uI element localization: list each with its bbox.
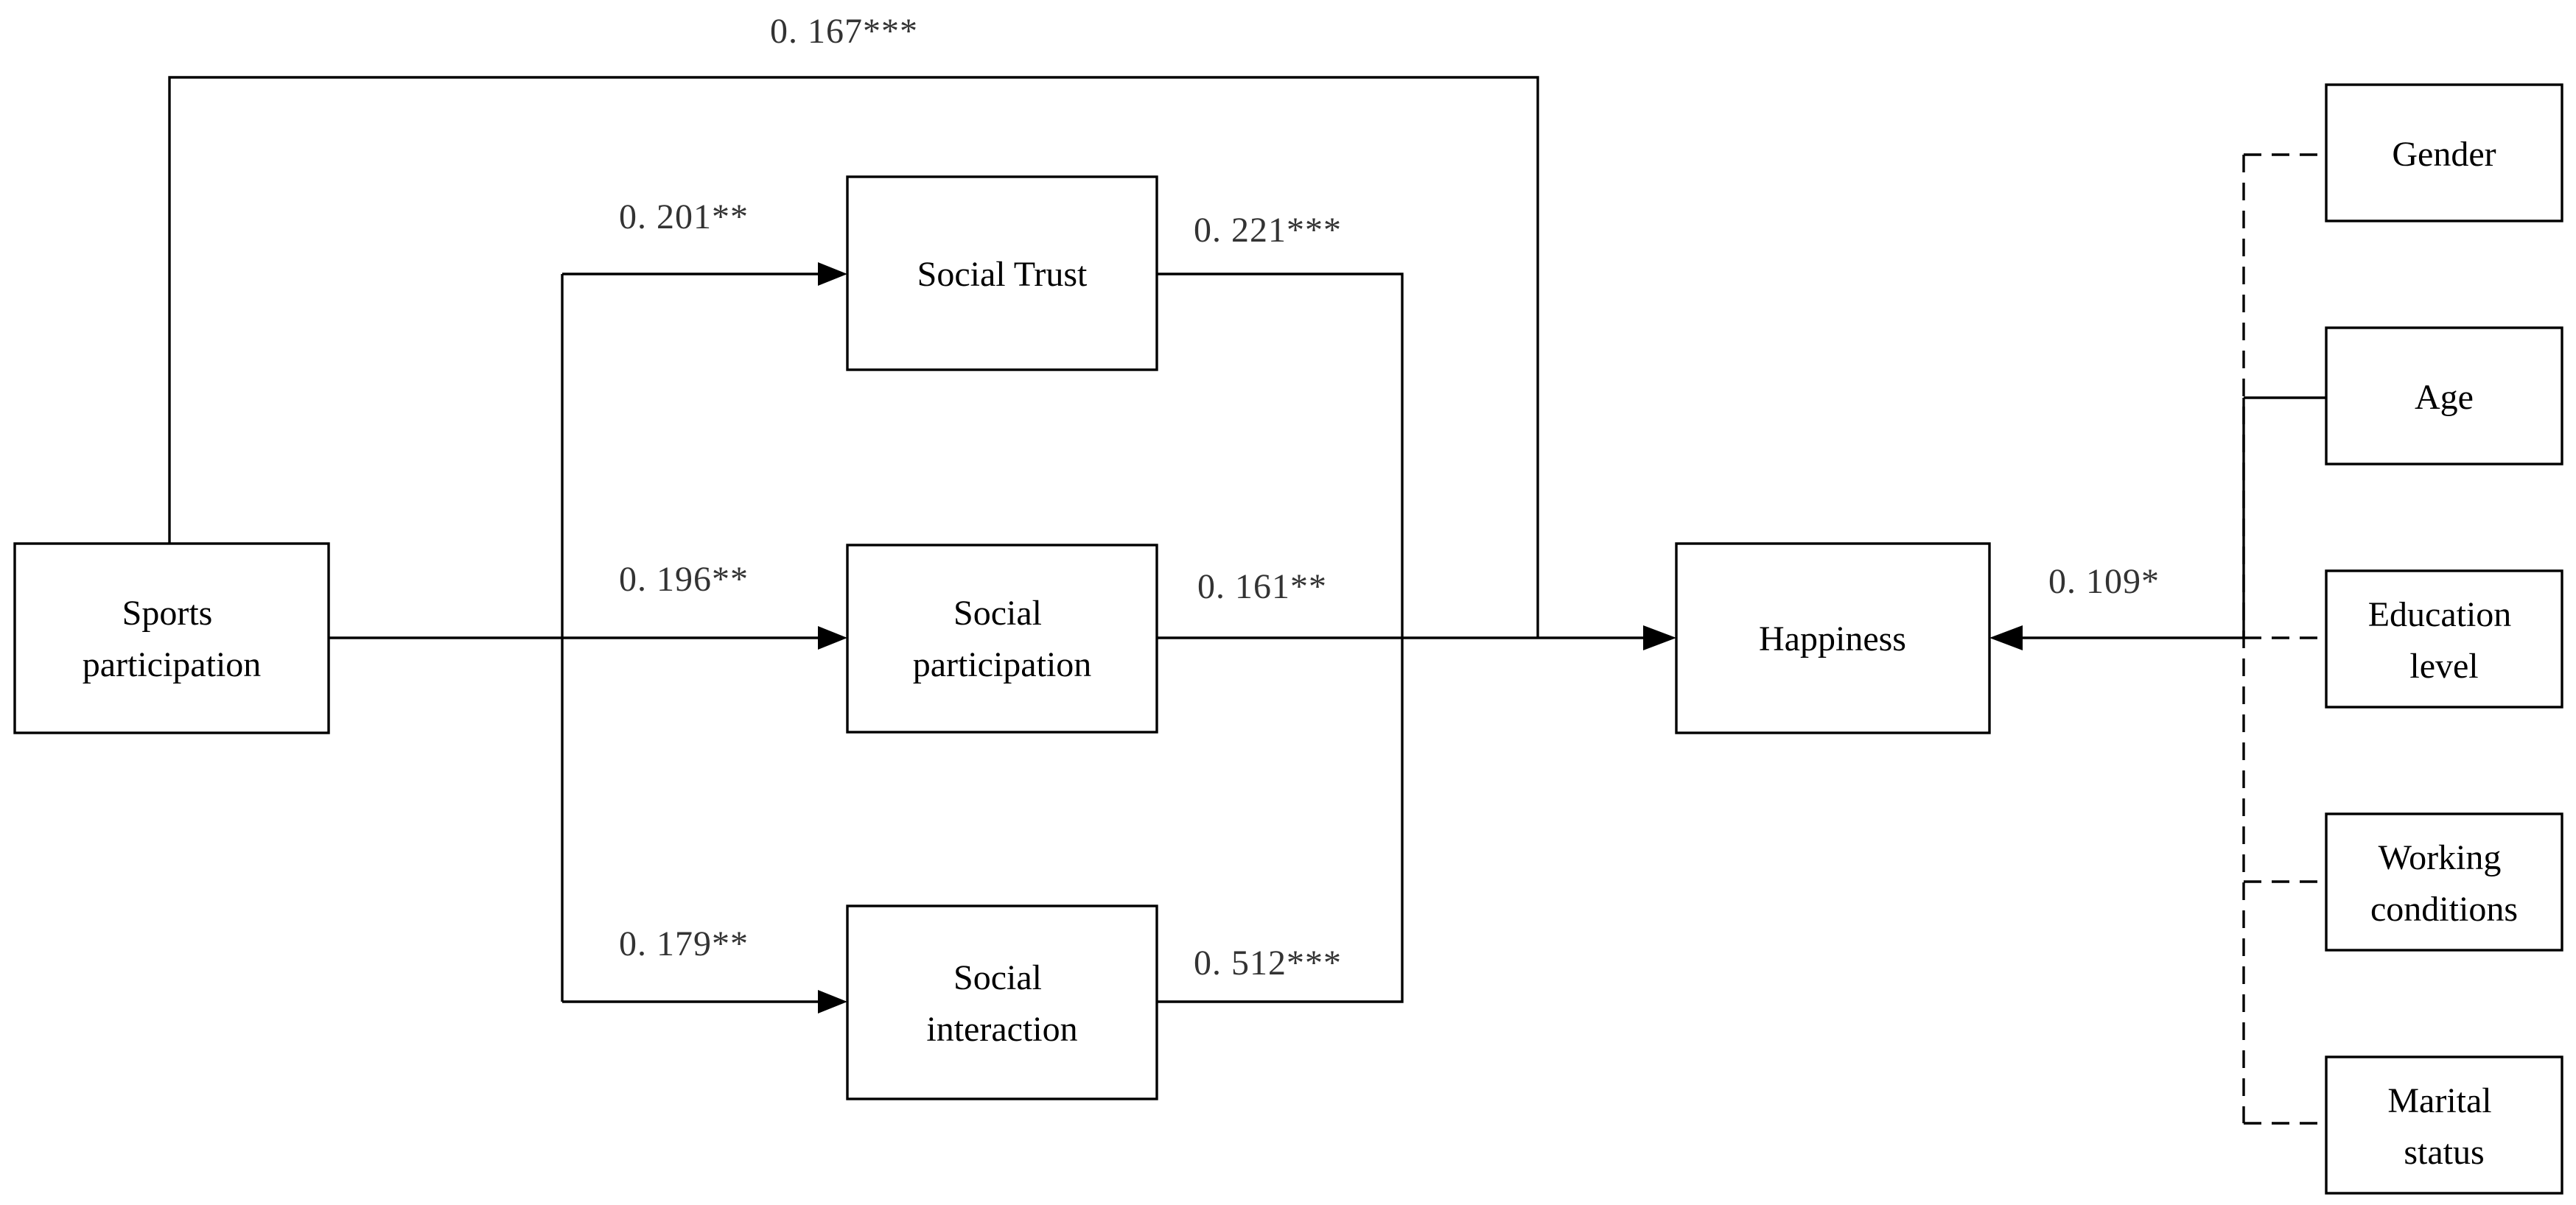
age-label: Age bbox=[2415, 378, 2474, 417]
marital-line1: Marital bbox=[2387, 1081, 2491, 1120]
happiness-box bbox=[1675, 542, 1991, 734]
social-trust-box bbox=[846, 175, 1158, 371]
education-line2: level bbox=[2409, 647, 2478, 686]
coef-to-trust: 0. 201** bbox=[619, 197, 749, 236]
working-conditions-box bbox=[2325, 812, 2563, 952]
working-line1: Working bbox=[2379, 838, 2502, 877]
happiness-label: Happiness bbox=[1759, 619, 1906, 658]
social-interaction-label: Social interaction bbox=[926, 958, 1077, 1049]
working-conditions-label: Working conditions bbox=[2370, 838, 2518, 929]
sports-participation-label: Sports participation bbox=[83, 594, 262, 684]
sports-line2: participation bbox=[83, 645, 262, 684]
age-box bbox=[2325, 326, 2563, 466]
arrow-to-participation bbox=[818, 626, 847, 650]
coef-controls: 0. 109* bbox=[2048, 562, 2160, 601]
coef-trust-out: 0. 221*** bbox=[1194, 211, 1342, 250]
social-participation-label: Social participation bbox=[913, 594, 1092, 684]
coef-to-interaction: 0. 179** bbox=[619, 924, 749, 963]
coef-direct: 0. 167*** bbox=[770, 12, 918, 51]
direct-path-line bbox=[168, 76, 1539, 638]
marital-status-label: Marital status bbox=[2387, 1081, 2500, 1172]
participation-line2: participation bbox=[913, 645, 1092, 684]
interaction-line2: interaction bbox=[926, 1010, 1077, 1049]
participation-line1: Social bbox=[953, 594, 1042, 633]
sports-participation-box bbox=[13, 542, 330, 734]
gender-label: Gender bbox=[2392, 135, 2496, 174]
gender-line1: Gender bbox=[2392, 135, 2496, 174]
gender-box bbox=[2325, 83, 2563, 222]
marital-line2: status bbox=[2404, 1133, 2484, 1172]
coef-to-participation: 0. 196** bbox=[619, 560, 749, 599]
sports-line1: Sports bbox=[122, 594, 213, 633]
happiness-line1: Happiness bbox=[1759, 619, 1906, 658]
coef-participation-out: 0. 161** bbox=[1197, 567, 1327, 606]
social-interaction-box bbox=[846, 904, 1158, 1100]
education-level-box bbox=[2325, 569, 2563, 709]
coef-interaction-out: 0. 512*** bbox=[1194, 944, 1342, 983]
arrow-to-interaction bbox=[818, 990, 847, 1013]
working-line2: conditions bbox=[2370, 890, 2518, 929]
social-participation-box bbox=[846, 544, 1158, 734]
interaction-line1: Social bbox=[953, 958, 1042, 997]
trust-line1: Social Trust bbox=[917, 255, 1088, 294]
age-line1: Age bbox=[2415, 378, 2474, 417]
arrow-to-happiness bbox=[1643, 625, 1676, 650]
social-trust-label: Social Trust bbox=[917, 255, 1088, 294]
arrow-to-trust bbox=[818, 262, 847, 286]
education-level-label: Education level bbox=[2368, 595, 2521, 686]
education-line1: Education bbox=[2368, 595, 2512, 634]
arrow-controls-to-happiness bbox=[1989, 625, 2023, 650]
marital-status-box bbox=[2325, 1055, 2563, 1195]
